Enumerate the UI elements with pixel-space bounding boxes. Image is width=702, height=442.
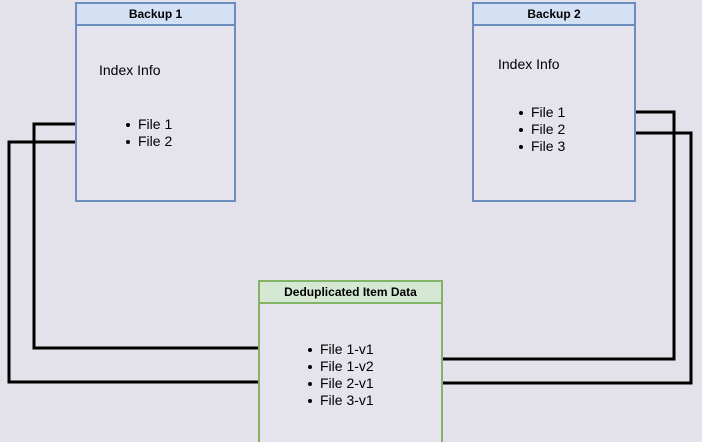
- list-item[interactable]: File 1: [125, 116, 172, 133]
- node-backup1[interactable]: Backup 1 Index Info File 1 File 2: [75, 2, 236, 202]
- list-item[interactable]: File 2: [125, 133, 172, 150]
- list-item[interactable]: File 3: [518, 138, 565, 155]
- list-item[interactable]: File 2-v1: [307, 375, 374, 392]
- edge-backup2-file2-to-file2v1: [392, 131, 693, 387]
- node-backup1-index-label: Index Info: [99, 62, 161, 78]
- edge-backup1-file2-to-file2v1: [7, 140, 301, 386]
- list-item[interactable]: File 1-v1: [307, 341, 374, 358]
- node-backup2-title: Backup 2: [527, 7, 581, 21]
- node-backup2[interactable]: Backup 2 Index Info File 1 File 2 File 3: [472, 2, 636, 202]
- node-dedup-title: Deduplicated Item Data: [284, 285, 417, 299]
- node-dedup-header: Deduplicated Item Data: [260, 282, 441, 304]
- list-item[interactable]: File 1: [518, 104, 565, 121]
- list-item[interactable]: File 3-v1: [307, 392, 374, 409]
- node-dedup-file-list: File 1-v1 File 1-v2 File 2-v1 File 3-v1: [307, 341, 374, 409]
- node-backup1-title: Backup 1: [128, 7, 183, 21]
- node-backup1-file-list: File 1 File 2: [125, 116, 172, 150]
- node-backup2-header: Backup 2: [474, 4, 634, 26]
- list-item[interactable]: File 2: [518, 121, 565, 138]
- node-backup1-header: Backup 1: [77, 4, 234, 26]
- node-backup2-index-label: Index Info: [498, 56, 560, 72]
- node-deduplicated-item-data[interactable]: Deduplicated Item Data File 1-v1 File 1-…: [258, 280, 443, 442]
- list-item[interactable]: File 1-v2: [307, 358, 374, 375]
- node-backup2-file-list: File 1 File 2 File 3: [518, 104, 565, 155]
